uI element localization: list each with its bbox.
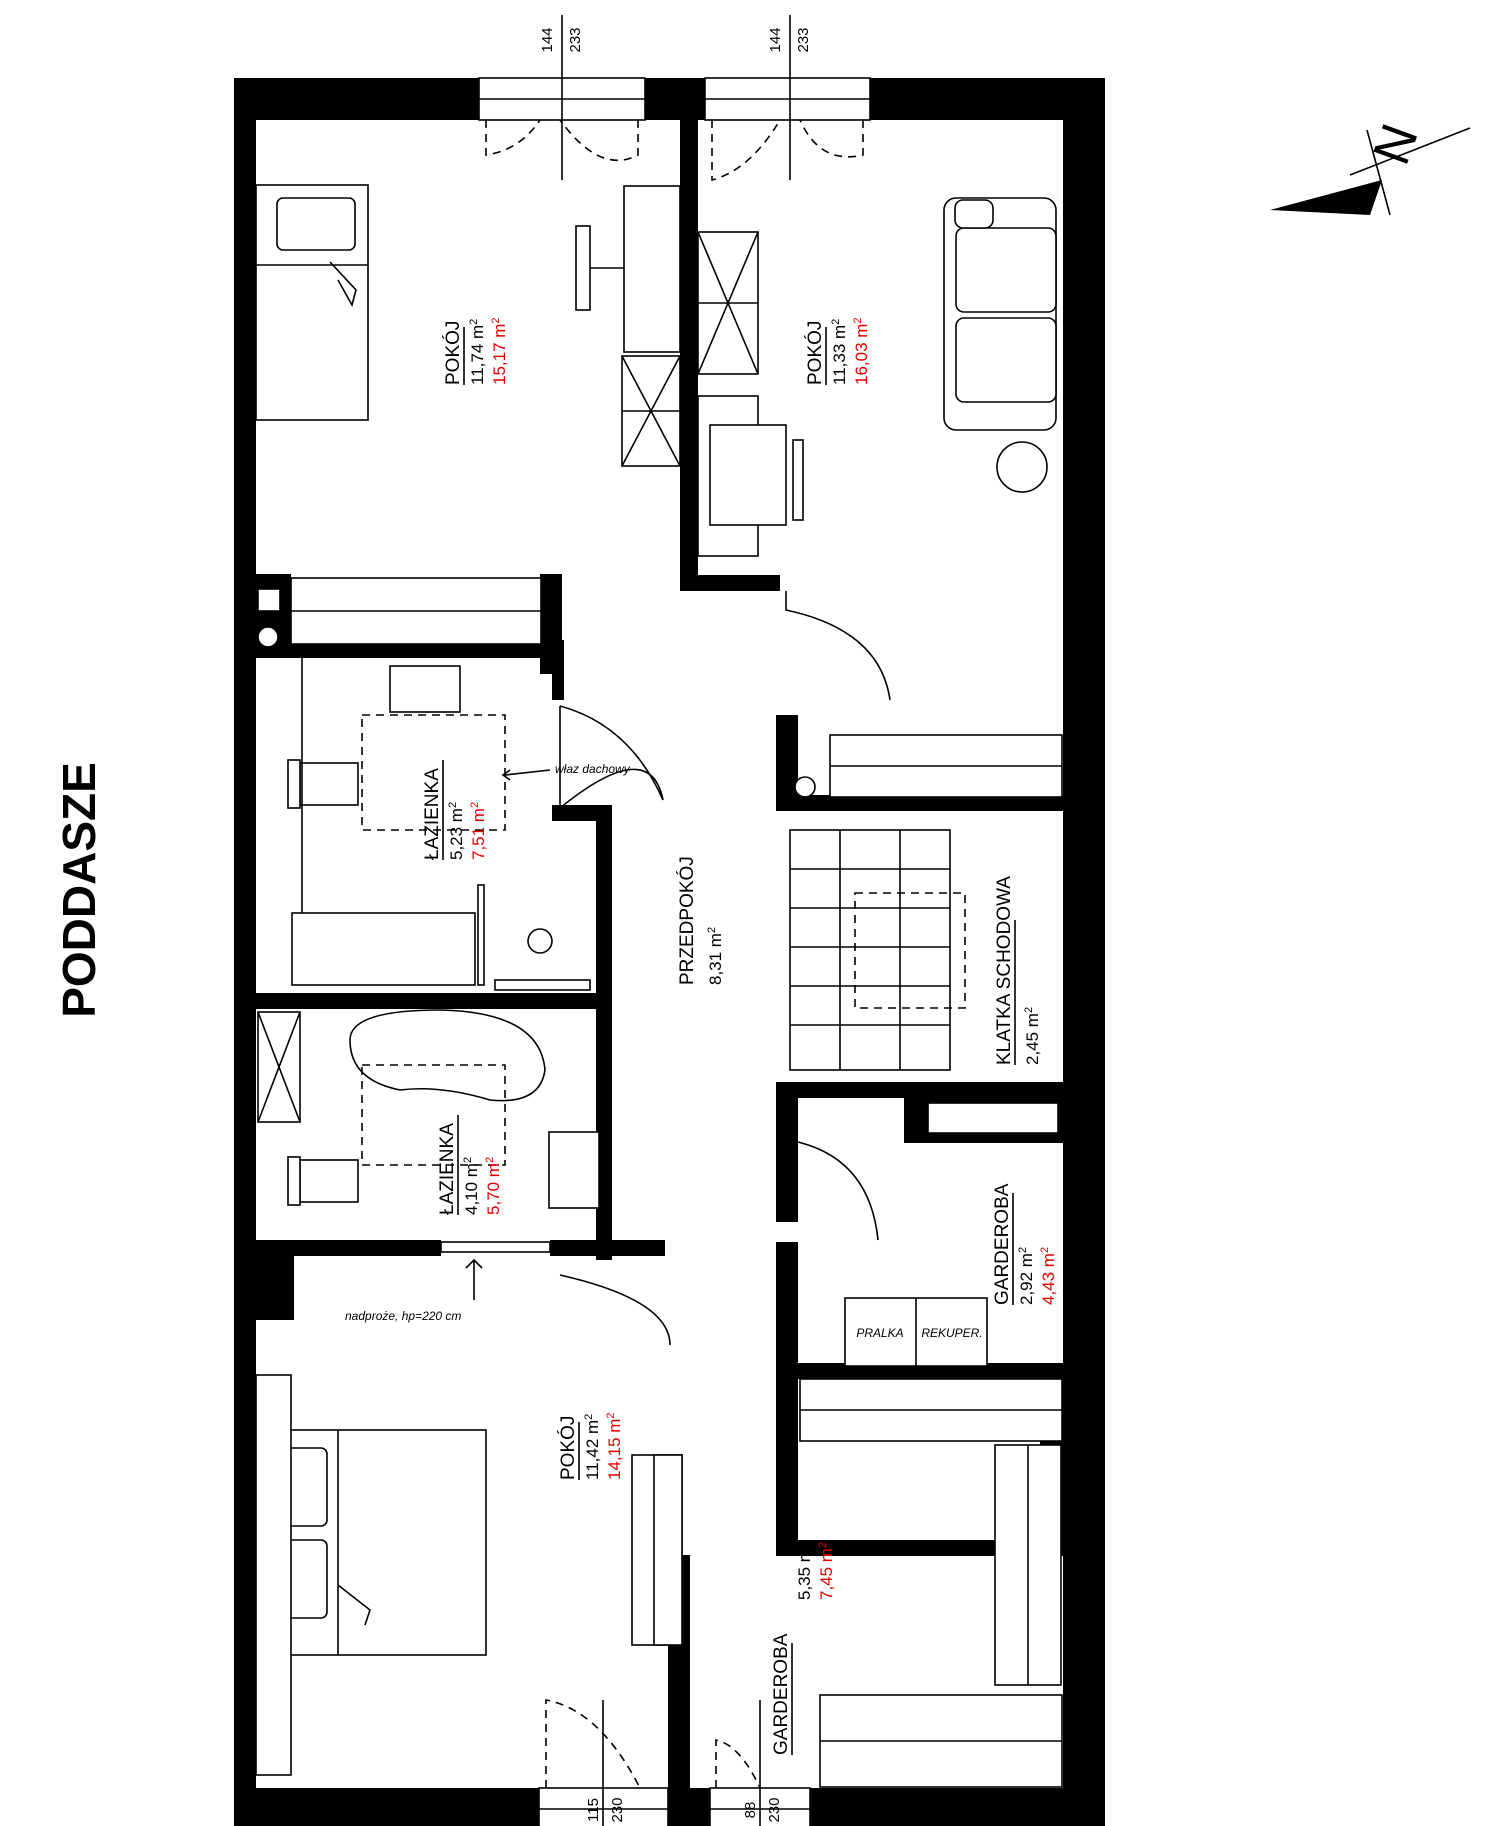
room-name: ŁAZIENKA: [437, 1123, 458, 1215]
room-area-secondary: 15,17 m2: [490, 317, 509, 385]
room-label-pokoj-1: POKÓJ 11,74 m2 15,17 m2: [442, 317, 509, 385]
walls: [234, 78, 1105, 1826]
furniture-room-1: [255, 184, 681, 467]
wardrobe-row-2: [794, 734, 1063, 798]
room-area: 11,33 m2: [830, 319, 849, 385]
room-area: 2,92 m2: [1017, 1247, 1036, 1305]
room-name: POKÓJ: [804, 321, 826, 385]
window-swings: [485, 119, 864, 1789]
room-area-secondary: 4,43 m2: [1039, 1247, 1058, 1305]
floor-title: PODDASZE: [53, 762, 105, 1018]
room-area: 2,45 m2: [1023, 1007, 1042, 1065]
room-label-garderoba-1: GARDEROBA 2,92 m2 4,43 m2: [992, 1183, 1058, 1305]
wardrobe-row-1: [257, 577, 542, 648]
dim-bottom-left-a: 115: [585, 1798, 602, 1822]
bathroom-1-fixtures: [287, 655, 664, 991]
room-name: ŁAZIENKA: [422, 768, 443, 860]
room-name: PRZEDPOKÓJ: [676, 856, 698, 985]
room-area-secondary: 5,70 m2: [484, 1157, 503, 1215]
bathtub-icon: [291, 912, 476, 986]
bathroom-2-fixtures: [257, 1009, 600, 1300]
wardrobe-row-4: [819, 1444, 1063, 1788]
dim-bottom-right-a: 88: [742, 1802, 759, 1819]
roof-hatch-label: właz dachowy: [555, 762, 631, 776]
furniture-room-2: [697, 197, 1057, 701]
sink-icon: [548, 1131, 600, 1209]
compass-label: N: [1362, 117, 1429, 172]
room-name: GARDEROBA: [771, 1633, 792, 1755]
washer-label: PRALKA: [856, 1326, 903, 1340]
recuperator-label: REKUPER.: [921, 1326, 982, 1340]
room-label-przedpokoj: PRZEDPOKÓJ 8,31 m2: [676, 856, 725, 985]
room-area-secondary: 16,03 m2: [852, 317, 871, 385]
desk-icon: [623, 185, 681, 353]
room-area-secondary: 7,51 m2: [469, 802, 488, 860]
window-dims: 144 233 144 233 115 230 88 230: [539, 15, 812, 1826]
sink-icon: [389, 665, 461, 713]
compass: N: [1270, 117, 1471, 216]
room-label-klatka: KLATKA SCHODOWA 2,45 m2: [994, 876, 1042, 1065]
room-label-garderoba-2: GARDEROBA: [771, 1633, 793, 1755]
room-area: 11,42 m2: [583, 1414, 602, 1480]
dim-top-left-a: 144: [539, 27, 556, 52]
table-icon: [996, 441, 1048, 493]
room-label-pokoj-3: POKÓJ 11,42 m2 14,15 m2: [557, 1412, 624, 1480]
room-label-garderoba-2-areas: 5,35 m2 7,45 m2: [795, 1542, 836, 1600]
dim-top-left-b: 233: [567, 27, 584, 52]
wardrobe-row-3: [799, 1378, 1063, 1442]
room-name: POKÓJ: [557, 1416, 579, 1480]
room-name: KLATKA SCHODOWA: [994, 876, 1015, 1065]
dim-bottom-left-b: 230: [609, 1797, 626, 1822]
compass-arrow-icon: [1270, 180, 1382, 215]
lintel-label: nadproże, hp=220 cm: [345, 1309, 461, 1323]
dim-top-right-a: 144: [767, 27, 784, 52]
shower-drain-icon: [527, 928, 553, 954]
dim-top-right-b: 233: [795, 27, 812, 52]
room-area: 8,31 m2: [706, 927, 725, 985]
room-label-lazienka-2: ŁAZIENKA 4,10 m2 5,70 m2: [437, 1115, 503, 1215]
room-name: GARDEROBA: [992, 1183, 1013, 1305]
toilet-icon: [299, 1159, 359, 1203]
room-area-secondary: 7,45 m2: [817, 1542, 836, 1600]
room-area: 5,23 m2: [447, 802, 466, 860]
furniture-room-3: [255, 1274, 683, 1776]
dim-bottom-right-b: 230: [766, 1797, 783, 1822]
room-area: 4,10 m2: [462, 1157, 481, 1215]
room-area: 11,74 m2: [468, 319, 487, 385]
room-label-pokoj-2: POKÓJ 11,33 m2 16,03 m2: [804, 317, 871, 385]
bathtub-icon: [349, 1009, 546, 1102]
room-area: 5,35 m2: [795, 1542, 814, 1600]
stairs: [789, 829, 966, 1071]
room-label-lazienka-1: ŁAZIENKA 5,23 m2 7,51 m2: [422, 760, 488, 860]
garderoba-1-fixtures: PRALKA REKUPER.: [797, 1102, 1059, 1367]
desk-icon: [697, 395, 759, 557]
room-area-secondary: 14,15 m2: [605, 1412, 624, 1480]
toilet-icon: [299, 762, 359, 806]
room-name: POKÓJ: [442, 321, 464, 385]
